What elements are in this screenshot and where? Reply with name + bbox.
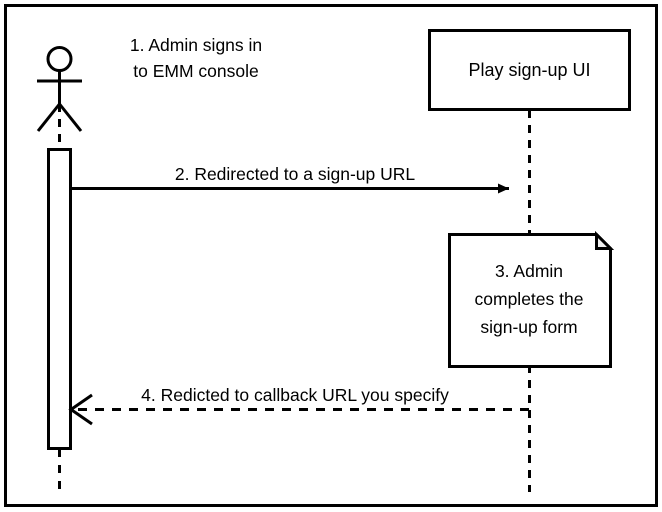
actor-activation-bar bbox=[47, 148, 72, 450]
message-4-arrowhead-icon bbox=[68, 393, 93, 426]
note-step-3[interactable]: 3. Admin completes the sign-up form bbox=[448, 230, 615, 368]
participant-play-signup-ui[interactable]: Play sign-up UI bbox=[428, 29, 631, 111]
participant-box bbox=[428, 29, 631, 111]
participant-box-label: Play sign-up UI bbox=[468, 60, 590, 80]
note-step-3-line-3: sign-up form bbox=[480, 317, 577, 337]
actor-head-icon bbox=[46, 46, 73, 72]
message-4[interactable]: 4. Redicted to callback URL you specify bbox=[68, 385, 529, 426]
actor-leg-right-icon bbox=[58, 103, 83, 132]
note-body bbox=[448, 233, 612, 368]
message-2[interactable]: 2. Redirected to a sign-up URL bbox=[71, 164, 509, 194]
annotation-step-1: 1. Admin signs in to EMM console bbox=[130, 35, 262, 81]
message-2-label: 2. Redirected to a sign-up URL bbox=[175, 164, 416, 184]
note-fold-corner-icon bbox=[595, 230, 615, 250]
note-step-3-line-1: 3. Admin bbox=[495, 261, 563, 281]
actor-leg-left-icon bbox=[36, 103, 61, 132]
message-4-label: 4. Redicted to callback URL you specify bbox=[141, 385, 449, 405]
annotation-step-1-line-2: to EMM console bbox=[133, 61, 258, 81]
note-step-3-line-2: completes the bbox=[475, 289, 584, 309]
annotation-step-1-line-1: 1. Admin signs in bbox=[130, 35, 262, 55]
actor-admin[interactable] bbox=[36, 46, 83, 132]
